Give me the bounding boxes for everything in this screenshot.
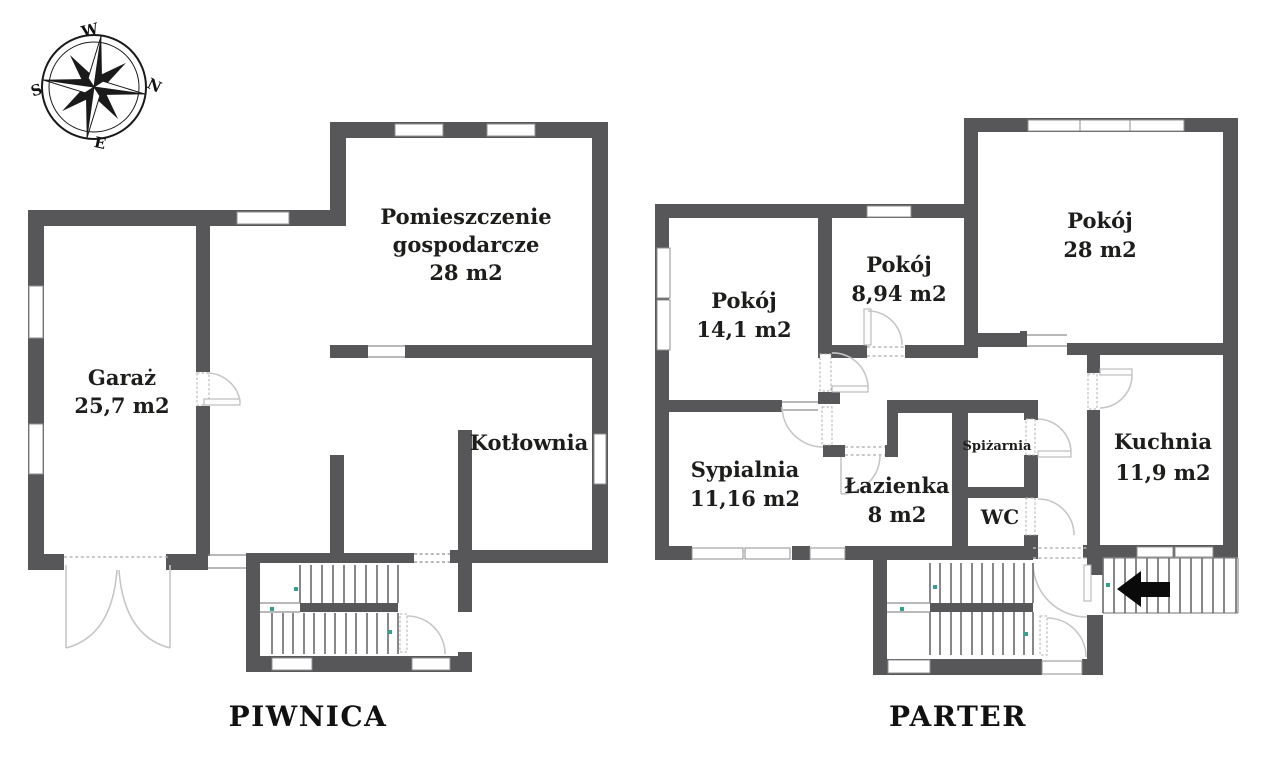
- window: [236, 211, 290, 225]
- piwnica-windows: [28, 123, 607, 671]
- stair-direction-mark: [388, 630, 392, 634]
- piwnica-openings: [208, 345, 450, 569]
- parter-stairs: [887, 563, 1034, 655]
- stair-direction-mark: [900, 607, 904, 611]
- room-label-sypialnia: Sypialnia: [691, 457, 800, 482]
- window: [887, 659, 931, 674]
- exterior-stairs: [1102, 557, 1239, 614]
- parter-windows: [656, 119, 1214, 675]
- window: [1129, 119, 1185, 132]
- room-label-pokoj-a: Pokój: [711, 288, 776, 313]
- window: [744, 547, 791, 560]
- window: [656, 247, 671, 299]
- door-threshold: [1041, 660, 1083, 675]
- compass-north-label: N: [144, 74, 164, 96]
- room-area-lazienka: 8 m2: [868, 502, 927, 527]
- stair-direction-mark: [933, 585, 937, 589]
- parter-plan: Pokój 14,1 m2 Pokój 8,94 m2 Pokój 28 m2 …: [655, 118, 1239, 733]
- window: [691, 547, 744, 560]
- stair-direction-mark: [1024, 632, 1028, 636]
- window: [809, 547, 846, 560]
- piwnica-plan: Pomieszczenie gospodarcze 28 m2 Garaż 25…: [28, 122, 608, 733]
- floor-title-piwnica: PIWNICA: [229, 700, 388, 733]
- room-area-sypialnia: 11,16 m2: [690, 486, 800, 511]
- room-area-garaz: 25,7 m2: [74, 393, 169, 418]
- window: [411, 657, 451, 671]
- compass-south-label: S: [29, 80, 45, 100]
- room-label-garaz: Garaż: [88, 365, 156, 390]
- compass-rose: W N S E: [29, 19, 165, 153]
- room-label-gospodarcze-line2: gospodarcze: [393, 232, 540, 257]
- room-label-spizarnia: Spiżarnia: [963, 439, 1032, 454]
- room-label-pokoj-c: Pokój: [1067, 208, 1132, 233]
- compass-west-label: W: [78, 19, 101, 41]
- parter-doors: [781, 308, 1133, 658]
- window: [656, 299, 671, 351]
- window: [1174, 546, 1214, 558]
- room-label-kotlownia: Kotłownia: [470, 430, 589, 455]
- room-label-lazienka: Łazienka: [844, 473, 950, 498]
- window: [866, 205, 912, 218]
- room-area-pokoj-b: 8,94 m2: [851, 281, 946, 306]
- stair-direction-mark: [294, 587, 298, 591]
- piwnica-interior-door: [196, 372, 241, 406]
- piwnica-labels: Pomieszczenie gospodarcze 28 m2 Garaż 25…: [74, 204, 588, 733]
- room-area-gospodarcze: 28 m2: [429, 260, 502, 285]
- window: [486, 123, 536, 137]
- room-area-pokoj-a: 14,1 m2: [696, 317, 791, 342]
- stair-direction-mark: [270, 607, 274, 611]
- window: [28, 423, 44, 475]
- room-area-kuchnia: 11,9 m2: [1115, 460, 1210, 485]
- parter-openings: [782, 334, 1087, 559]
- room-area-pokoj-c: 28 m2: [1063, 237, 1136, 262]
- piwnica-stair-door: [399, 613, 446, 655]
- entrance-arrow: [1117, 571, 1170, 607]
- window: [1027, 119, 1081, 132]
- window: [1079, 119, 1131, 132]
- stair-direction-mark: [1106, 583, 1110, 587]
- window: [271, 657, 313, 671]
- room-label-wc: WC: [980, 505, 1019, 529]
- piwnica-stairs: [260, 565, 399, 654]
- room-label-kuchnia: Kuchnia: [1114, 429, 1212, 454]
- room-label-gospodarcze-line1: Pomieszczenie: [380, 204, 551, 229]
- window: [28, 285, 44, 339]
- room-label-pokoj-b: Pokój: [866, 252, 931, 277]
- window: [593, 433, 607, 485]
- compass-east-label: E: [93, 133, 108, 153]
- floor-title-parter: PARTER: [889, 700, 1027, 733]
- window: [394, 123, 444, 137]
- window: [1136, 546, 1174, 558]
- piwnica-garage-door: [64, 556, 171, 649]
- parter-labels: Pokój 14,1 m2 Pokój 8,94 m2 Pokój 28 m2 …: [690, 208, 1212, 733]
